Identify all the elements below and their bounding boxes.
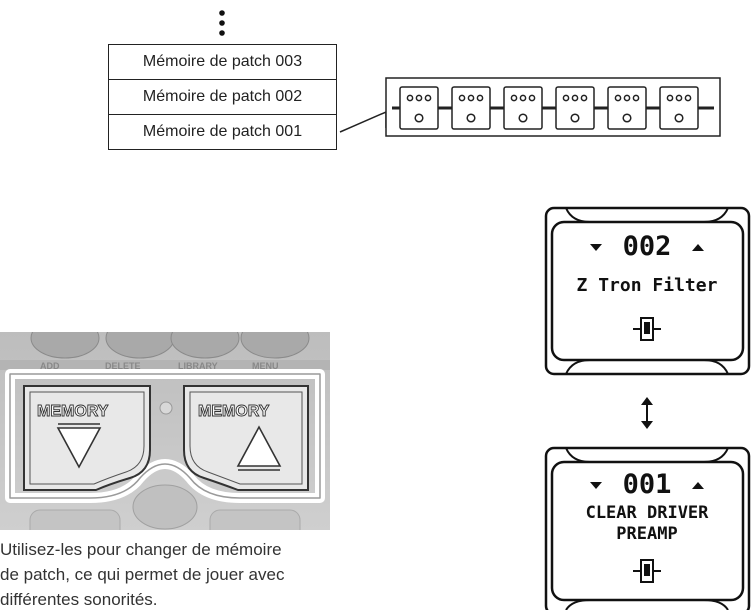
knob-icon: [30, 332, 100, 359]
memory-up-label: MEMORY: [198, 403, 270, 420]
effect-unit-icon-5: [607, 86, 647, 130]
arrow-down-icon: [590, 482, 602, 489]
knob-icon: [240, 332, 310, 359]
effect-unit-icon-6: [659, 86, 699, 130]
patch-memory-list: Mémoire de patch 003 Mémoire de patch 00…: [108, 44, 337, 150]
triangle-down-icon: [56, 427, 102, 469]
patch-name-line-1: CLEAR DRIVER: [586, 503, 710, 523]
display-patch-002: 002 Z Tron Filter: [544, 206, 751, 376]
patch-number: 002: [623, 231, 672, 262]
memory-down-switch[interactable]: MEMORY: [23, 385, 151, 491]
caption-line-1: Utilisez-les pour changer de mémoire: [0, 540, 282, 559]
pedal-label-delete: DELETE: [105, 361, 141, 371]
up-down-arrow-icon: [641, 397, 653, 429]
memory-up-switch[interactable]: MEMORY: [183, 385, 309, 491]
arrow-up-icon: [692, 244, 704, 251]
effect-unit-icon-3: [503, 86, 543, 130]
patch-name-line-2: PREAMP: [616, 524, 677, 544]
more-patches-dots-icon: [219, 10, 225, 36]
switch-caption: Utilisez-les pour changer de mémoire de …: [0, 537, 330, 612]
led-icon: [159, 401, 173, 415]
patch-name: Z Tron Filter: [577, 275, 718, 296]
pedal-label-menu: MENU: [252, 361, 279, 371]
patch-memory-002: Mémoire de patch 002: [109, 79, 336, 114]
triangle-up-icon: [236, 425, 282, 467]
knob-icon: [170, 332, 240, 359]
memory-down-label: MEMORY: [37, 403, 109, 420]
patch-number: 001: [623, 469, 672, 500]
effect-unit-icon-1: [399, 86, 439, 130]
effect-chain-icon: [633, 559, 661, 583]
effect-unit-icon-2: [451, 86, 491, 130]
arrow-down-icon: [590, 244, 602, 251]
caption-line-3: différentes sonorités.: [0, 590, 158, 609]
patch-memory-001: Mémoire de patch 001: [109, 114, 336, 149]
patch-memory-003: Mémoire de patch 003: [142, 53, 303, 70]
display-patch-001: 001 CLEAR DRIVER PREAMP: [544, 446, 751, 610]
pedal-label-library: LIBRARY: [178, 361, 218, 371]
pedal-label-add: ADD: [40, 361, 60, 371]
caption-line-2: de patch, ce qui permet de jouer avec: [0, 565, 285, 584]
effect-unit-icons: [399, 86, 699, 130]
pedal-memory-switches: ADD DELETE LIBRARY MENU MEMORY MEMORY: [0, 332, 330, 530]
effect-chain-icon: [633, 317, 661, 341]
arrow-up-icon: [692, 482, 704, 489]
effect-unit-icon-4: [555, 86, 595, 130]
effect-chain-callout: [339, 77, 721, 137]
